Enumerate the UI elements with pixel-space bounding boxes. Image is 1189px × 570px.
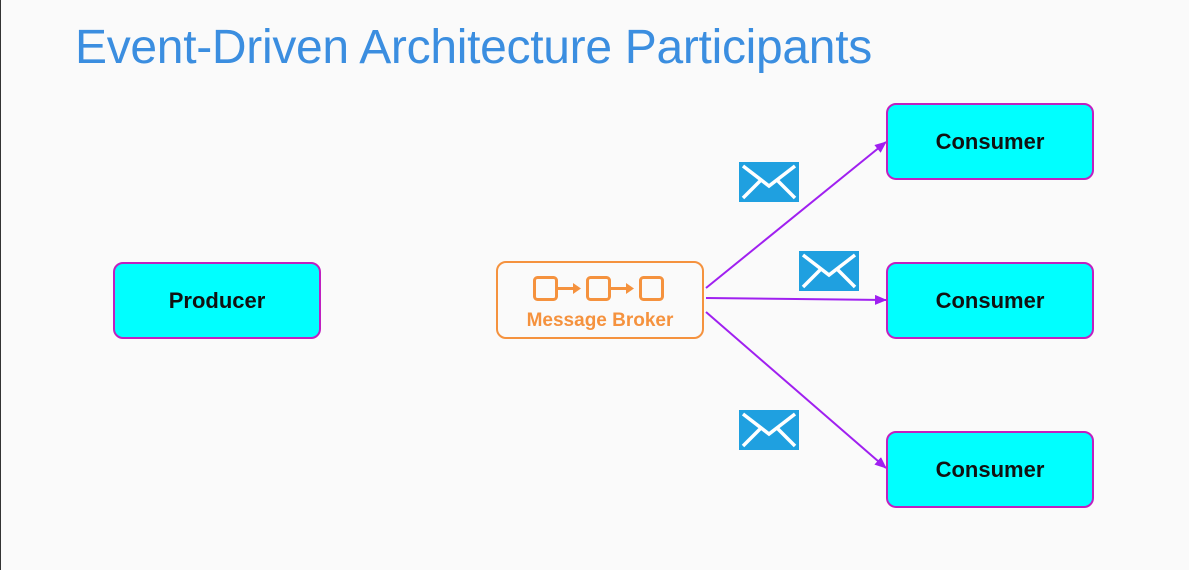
consumer-node-1: Consumer — [886, 103, 1094, 180]
envelope-icon — [739, 410, 799, 450]
producer-node: Producer — [113, 262, 321, 339]
consumer-label-1: Consumer — [935, 128, 1045, 154]
message-broker-node: Message Broker — [496, 261, 704, 339]
producer-label: Producer — [168, 287, 266, 313]
envelope-icon — [739, 162, 799, 202]
left-border — [0, 0, 1, 570]
consumer-node-2: Consumer — [886, 262, 1094, 339]
message-broker-label: Message Broker — [526, 310, 674, 331]
arrow-to-consumer-2 — [705, 294, 887, 305]
diagram-title: Event-Driven Architecture Participants — [75, 21, 872, 74]
consumer-label-2: Consumer — [935, 287, 1045, 313]
consumer-label-3: Consumer — [935, 456, 1045, 482]
consumer-node-3: Consumer — [886, 431, 1094, 508]
arrow-to-consumer-1 — [705, 141, 887, 289]
envelope-icon — [799, 251, 859, 291]
arrow-to-consumer-3 — [705, 311, 887, 469]
queue-icon — [533, 276, 664, 301]
